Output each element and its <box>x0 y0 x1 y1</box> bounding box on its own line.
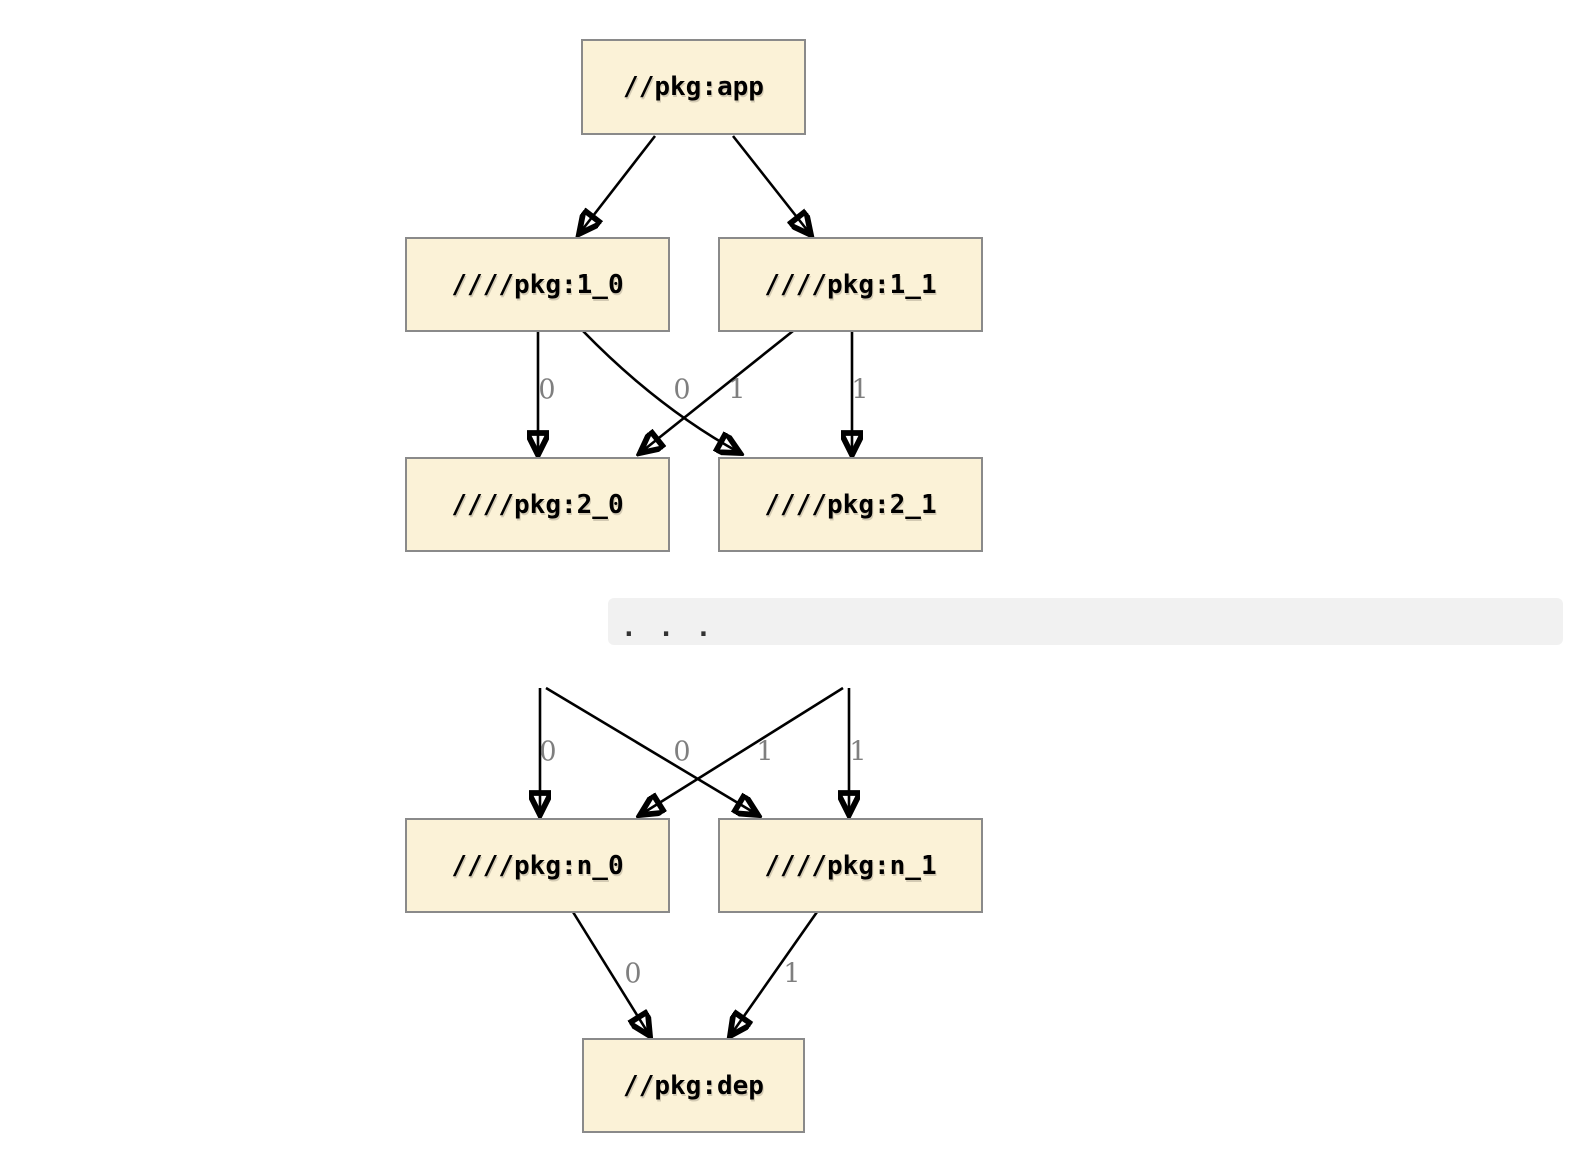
edge-label-elided-to-n_0-left: 0 <box>539 736 557 768</box>
edge-label-n_0-to-dep: 0 <box>624 958 642 990</box>
node-pkg-1_1: ////pkg:1_1 <box>718 237 983 332</box>
edge-label-elided-to-n_0-cross: 0 <box>673 736 691 768</box>
node-pkg-n_1: ////pkg:n_1 <box>718 818 983 913</box>
edge-label-1_1-to-2_0: 0 <box>673 374 691 406</box>
node-pkg-2_0: ////pkg:2_0 <box>405 457 670 552</box>
edge-label-elided-to-n_1-right: 1 <box>849 736 867 768</box>
edge-app-to-1_0 <box>579 135 657 234</box>
edge-label-n_1-to-dep: 1 <box>783 958 801 990</box>
edge-n_1-to-dep <box>730 911 819 1036</box>
node-pkg-dep: //pkg:dep <box>582 1038 805 1133</box>
node-pkg-app: //pkg:app <box>581 39 806 135</box>
edge-elided-to-n_1-cross <box>545 686 758 815</box>
edge-elided-to-n_0-cross <box>640 686 844 815</box>
node-pkg-1_0: ////pkg:1_0 <box>405 237 670 332</box>
edge-label-1_0-to-2_0: 0 <box>538 374 556 406</box>
node-pkg-2_1: ////pkg:2_1 <box>718 457 983 552</box>
edge-app-to-1_1 <box>731 135 811 235</box>
edge-1_1-to-2_0 <box>640 329 794 453</box>
edge-1_0-to-2_1 <box>582 330 740 453</box>
node-pkg-n_0: ////pkg:n_0 <box>405 818 670 913</box>
elided-section-band: . . . <box>608 598 1563 645</box>
ellipsis-text: . . . <box>621 612 715 643</box>
edge-label-elided-to-n_1-cross: 1 <box>756 736 774 768</box>
edge-label-1_1-to-2_1: 1 <box>851 374 869 406</box>
edge-label-1_0-to-2_1: 1 <box>728 374 746 406</box>
